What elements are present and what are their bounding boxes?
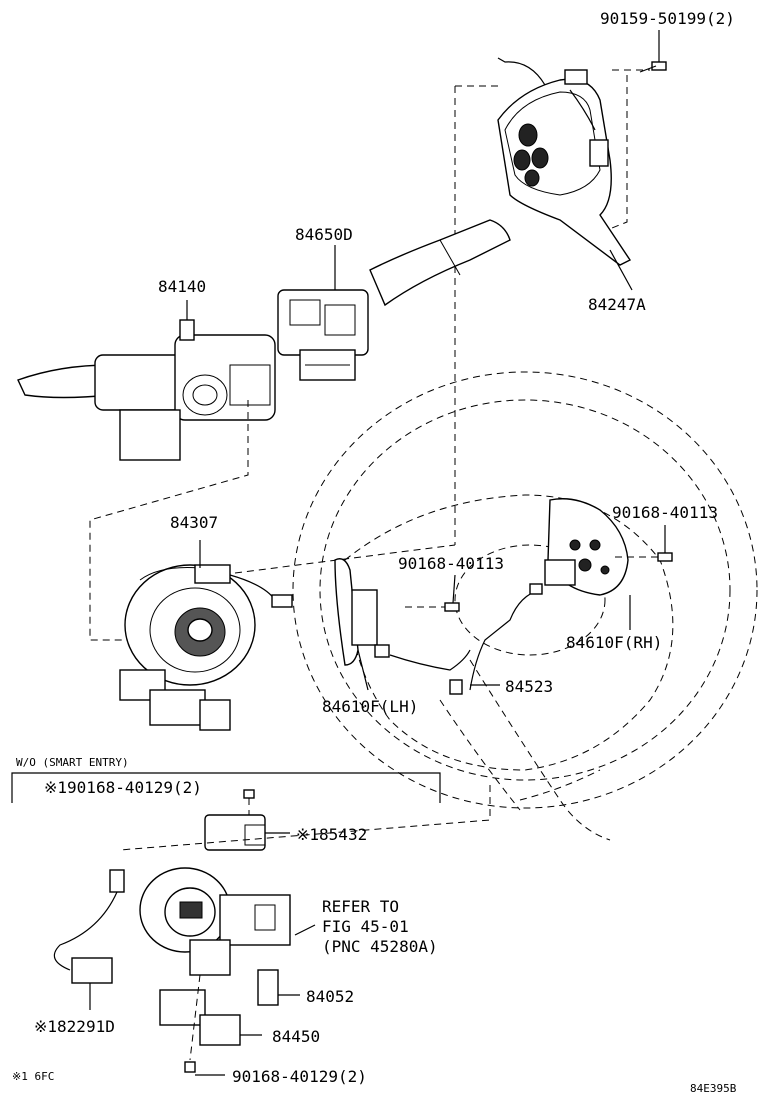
- steering-wheel-icon: [292, 371, 758, 841]
- label-84610f-rh: 84610F(RH): [566, 633, 662, 652]
- label-84523: 84523: [505, 677, 553, 696]
- steering-pad-switch-rh-icon: [389, 498, 629, 695]
- spiral-cable-icon: [119, 540, 293, 731]
- label-refer-fig: FIG 45-01: [322, 917, 409, 936]
- lock-cylinder-icon: [139, 867, 291, 976]
- screw-icon: [184, 1061, 225, 1076]
- label-90159-50199: 90159-50199(2): [600, 9, 735, 28]
- footnote: ※1 6FC: [12, 1070, 54, 1083]
- figure-code: 84E395B: [690, 1082, 737, 1095]
- label-wo-smart-entry: W/O (SMART ENTRY): [16, 756, 129, 769]
- label-refer-pnc: (PNC 45280A): [322, 937, 438, 956]
- label-90168-40113-rh: 90168-40113: [612, 503, 718, 522]
- label-90168-40129-top: ※190168-40129(2): [44, 778, 202, 797]
- label-82291d: ※182291D: [34, 1017, 115, 1036]
- label-84450: 84450: [272, 1027, 320, 1046]
- label-84140: 84140: [158, 277, 206, 296]
- label-84610f-lh: 84610F(LH): [322, 697, 418, 716]
- label-84052: 84052: [306, 987, 354, 1006]
- steering-pad-switch-icon: [497, 57, 632, 266]
- unlock-warning-switch-icon: [159, 989, 262, 1046]
- label-84650d: 84650D: [295, 225, 353, 244]
- screw-icon: [243, 789, 255, 815]
- label-84307: 84307: [170, 513, 218, 532]
- label-90168-40129-bottom: 90168-40129(2): [232, 1067, 367, 1086]
- switch-icon: [257, 969, 300, 1006]
- label-90168-40113-mid: 90168-40113: [398, 554, 504, 573]
- connector-icon: [53, 869, 125, 1010]
- transponder-key-amplifier-icon: [204, 814, 290, 851]
- label-refer-to: REFER TO: [322, 897, 399, 916]
- wiper-switch-lever-icon: [277, 219, 511, 381]
- label-84247a: 84247A: [588, 295, 646, 314]
- label-85432: ※185432: [296, 825, 367, 844]
- steering-pad-switch-lh-icon: [334, 558, 390, 666]
- screw-icon: [639, 61, 667, 73]
- turn-signal-switch-lever-icon: [17, 300, 276, 461]
